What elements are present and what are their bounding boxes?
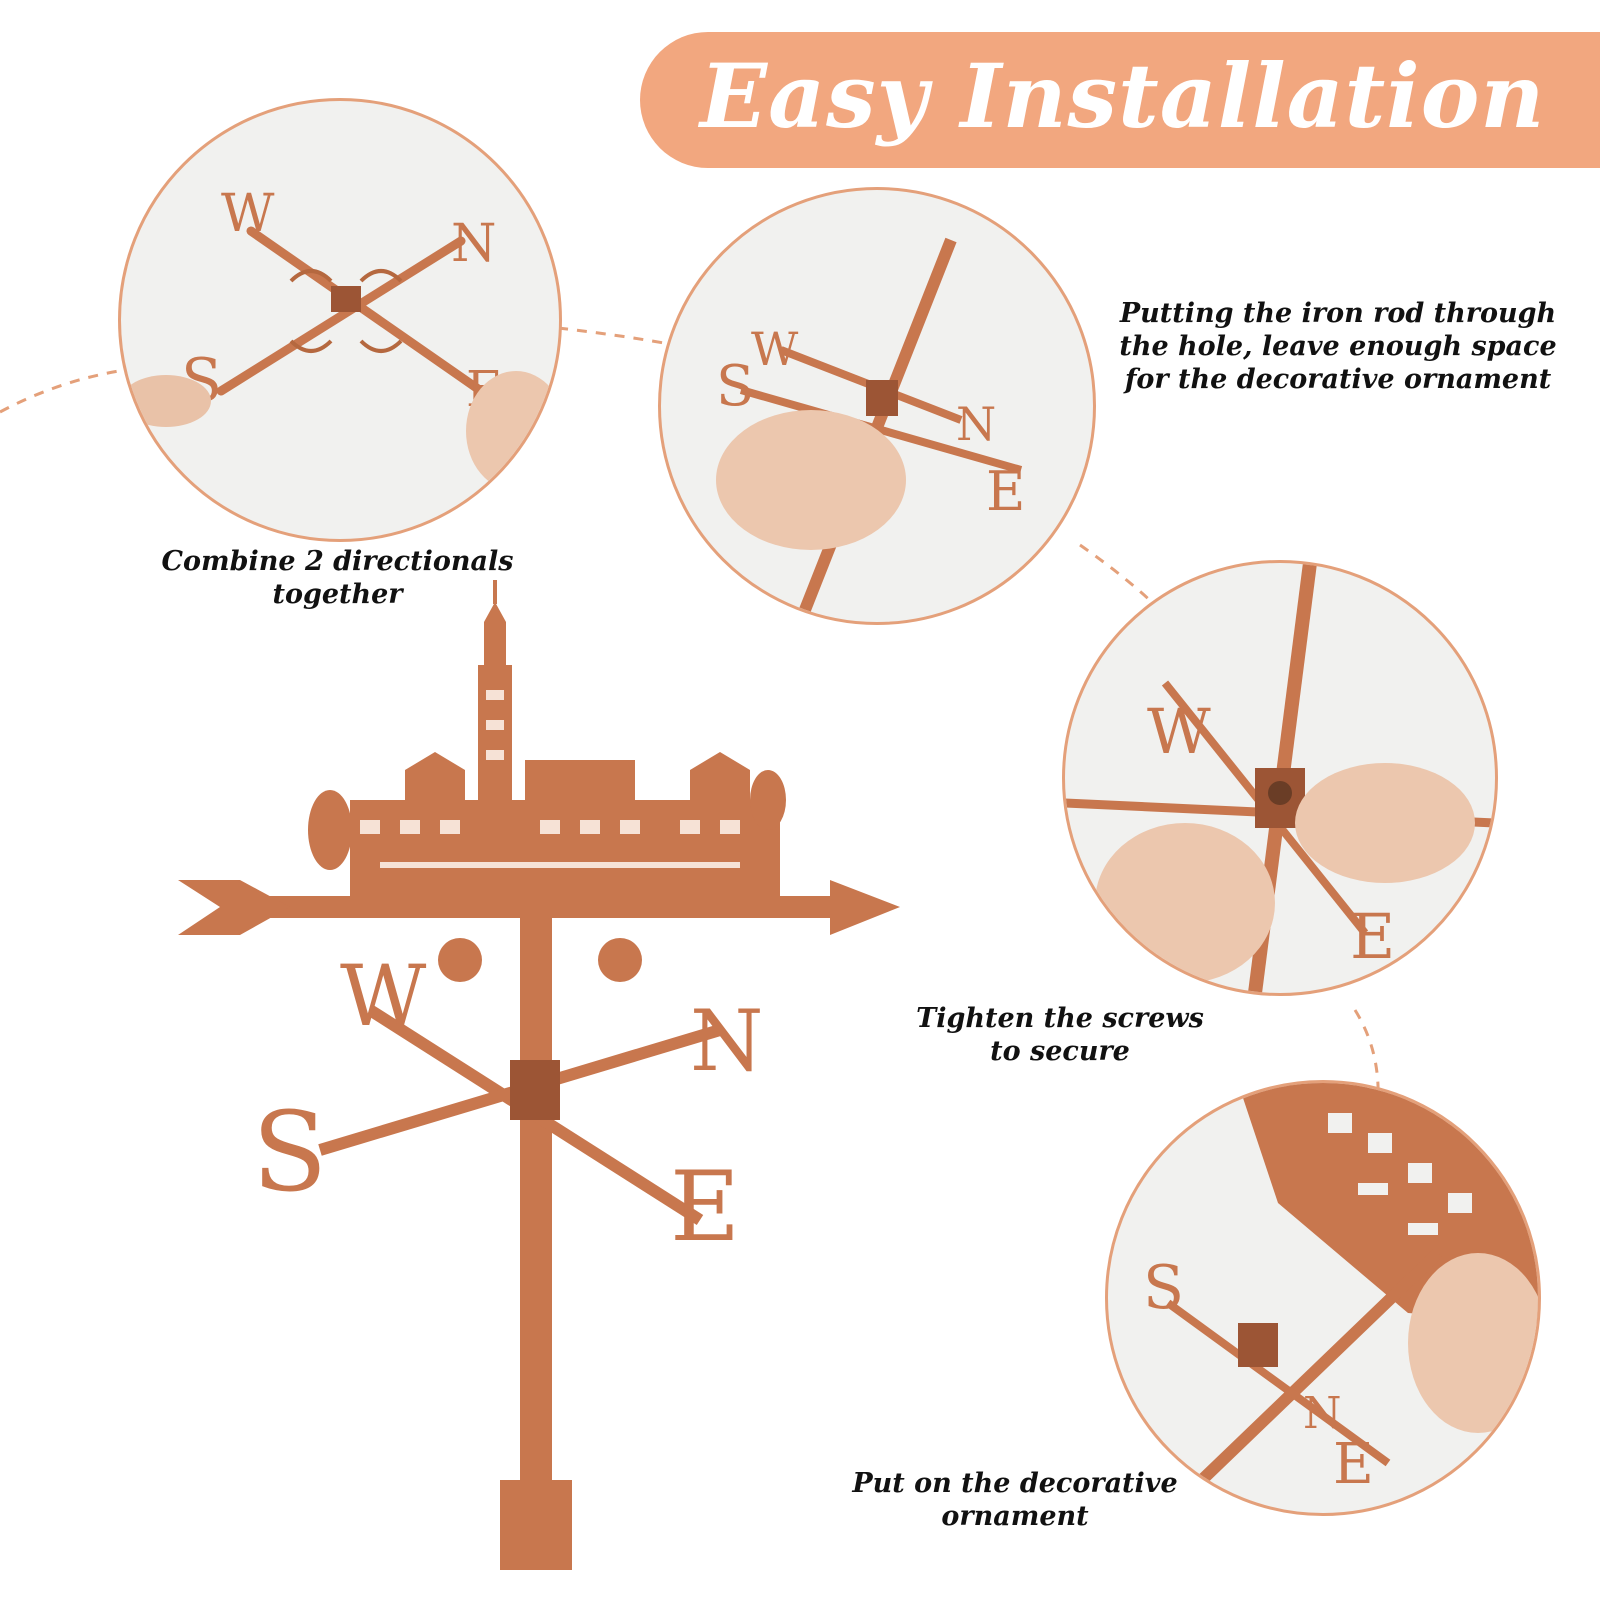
letter-n: N: [451, 214, 497, 274]
letter-w: W: [1147, 695, 1211, 768]
post: [520, 915, 552, 1495]
letter-e: E: [986, 460, 1025, 523]
letter-e: E: [1333, 1432, 1374, 1497]
compass-letter-n: N: [690, 992, 764, 1090]
caption-line: Combine 2 directionals: [161, 546, 514, 577]
caption-line: the hole, leave enough space: [1119, 331, 1557, 362]
hand-right: [1295, 763, 1475, 883]
step-2-photo: W S N E: [658, 187, 1096, 625]
compass-letter-e: E: [670, 1151, 740, 1263]
hand-left: [121, 375, 211, 427]
step-1-caption: Combine 2 directionals together: [150, 545, 525, 611]
title-banner: Easy Installation: [640, 32, 1600, 168]
letter-n: N: [1303, 1388, 1342, 1439]
step-3-photo: W E: [1062, 560, 1498, 996]
letter-s: S: [716, 354, 754, 419]
caption-line: Putting the iron rod through: [1119, 298, 1557, 329]
letter-n: N: [956, 397, 996, 451]
letter-w: W: [751, 322, 799, 376]
caption-line: Put on the decorative: [852, 1468, 1178, 1499]
step-2-caption: Putting the iron rod through the hole, l…: [1108, 297, 1568, 396]
lighthouse-tower: [478, 665, 512, 805]
hand: [716, 410, 906, 550]
arrow-shaft: [260, 896, 840, 918]
arrow-tail: [178, 880, 290, 935]
compass-letter-w: W: [340, 947, 427, 1045]
banner-title: Easy Installation: [700, 44, 1546, 148]
caption-line: ornament: [941, 1501, 1089, 1532]
step-4-caption: Put on the decorative ornament: [830, 1467, 1200, 1533]
hand: [1408, 1253, 1538, 1433]
center-bracket: [510, 1060, 560, 1120]
arrow-head: [830, 880, 900, 935]
letter-w: W: [221, 184, 275, 244]
caption-line: for the decorative ornament: [1124, 364, 1552, 395]
letter-e: E: [1350, 900, 1395, 973]
step-1-photo: W N S E: [118, 98, 562, 542]
caption-line: to secure: [990, 1036, 1130, 1067]
compass-letter-s: S: [252, 1088, 327, 1216]
step-3-caption: Tighten the screws to secure: [895, 1002, 1225, 1068]
letter-s: S: [1143, 1253, 1184, 1323]
step-4-photo: S N E: [1105, 1080, 1541, 1516]
mount-plate: [500, 1480, 572, 1570]
caption-line: Tighten the screws: [916, 1003, 1204, 1034]
caption-line: together: [272, 579, 403, 610]
